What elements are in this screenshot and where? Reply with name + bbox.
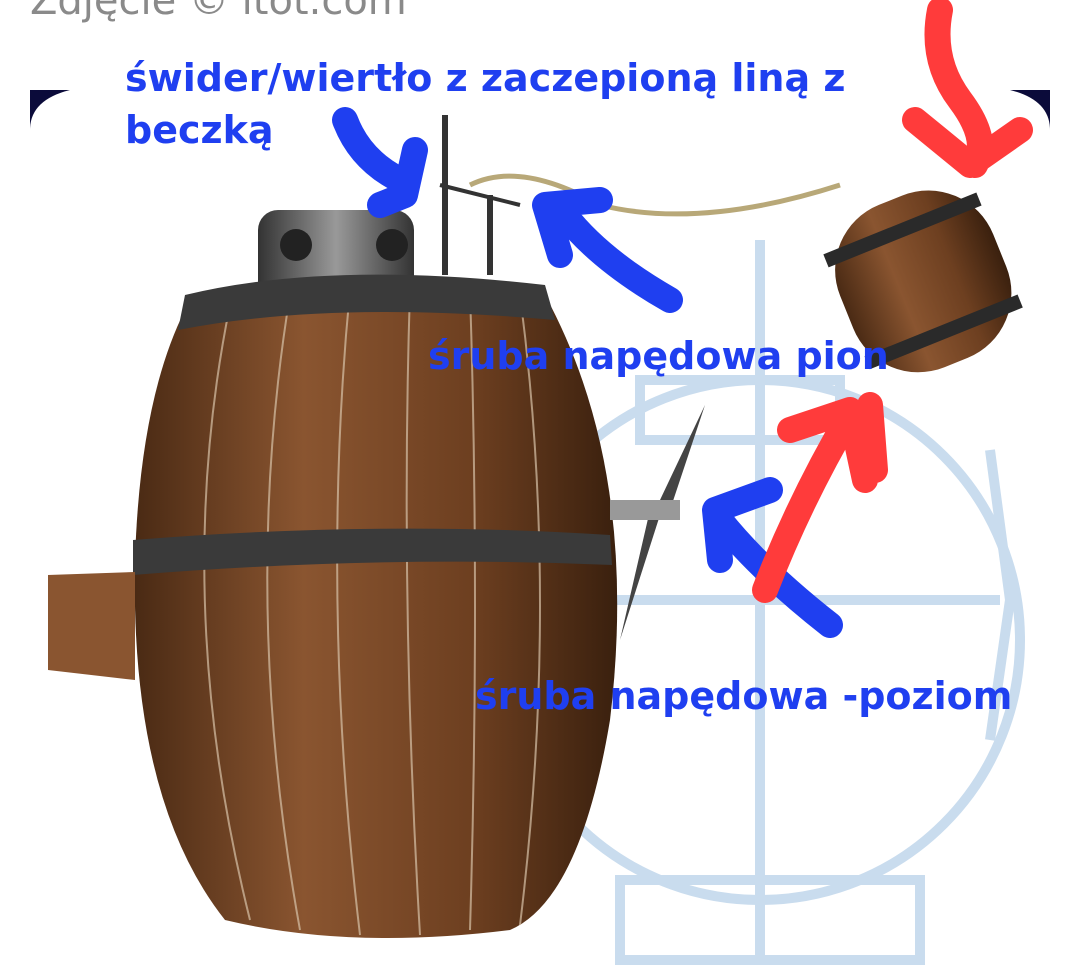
barrel-staves (203, 289, 541, 936)
rope (468, 173, 841, 217)
rudder (48, 572, 135, 680)
drill (439, 115, 521, 275)
submarine-barrel-hull (134, 285, 618, 938)
arrow-vertical-propeller (532, 187, 683, 313)
label-horizontal-propeller: śruba napędowa -poziom (475, 674, 1013, 718)
label-drill: świder/wiertło z zaczepioną liną z beczk… (125, 56, 846, 152)
frame-corner-right (1010, 90, 1050, 130)
middle-band (133, 528, 612, 575)
horizontal-propeller (610, 405, 705, 640)
arrow-red-bottom (752, 392, 888, 603)
arrow-red-top (902, 0, 1033, 178)
label-vertical-propeller: śruba napędowa pion (428, 334, 889, 378)
top-band (178, 274, 555, 330)
arrow-drill (332, 107, 428, 218)
photo-credit: Zdjęcie © itot.com (30, 0, 407, 24)
frame-corner-left (30, 90, 70, 130)
mine-barrel (823, 190, 1023, 373)
